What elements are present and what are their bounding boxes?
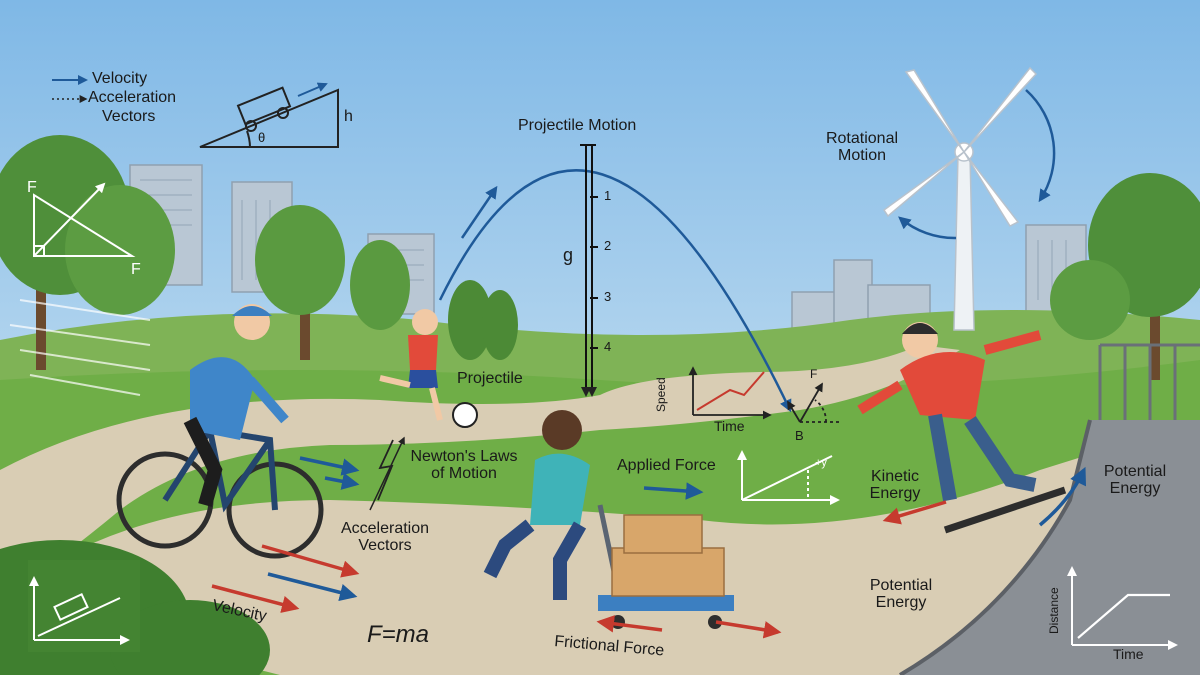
projectile-trajectory xyxy=(438,169,792,413)
gravity-axis xyxy=(580,144,598,397)
height-tick-1: 1 xyxy=(604,188,612,203)
distance-time-axis-label: Time xyxy=(1113,646,1144,662)
force-vectors xyxy=(211,456,1087,639)
distance-time-line xyxy=(1077,593,1170,639)
main-path xyxy=(0,420,1200,675)
trajectory-direction-arrow xyxy=(460,185,498,239)
potential-ramp-line1: Potential xyxy=(869,577,933,594)
potential-right-line1: Potential xyxy=(1103,463,1167,480)
acceleration-pointer-arrow xyxy=(369,436,405,511)
height-tick-4: 4 xyxy=(604,339,612,354)
projectile-motion-title: Projectile Motion xyxy=(518,117,637,134)
potential-right-line2: Energy xyxy=(1109,479,1161,497)
acceleration-vectors-line2: Vectors xyxy=(358,536,412,554)
ramp-edge xyxy=(898,419,1092,675)
potential-energy-right-label: Potential Energy xyxy=(1094,463,1176,498)
force-top-label: F xyxy=(27,179,37,196)
newtons-laws-line1: Newton's Laws xyxy=(410,448,518,465)
legend-velocity-label: Velocity xyxy=(92,70,148,87)
skateboarder xyxy=(857,322,1067,534)
kinetic-line: Kinetic xyxy=(870,468,920,485)
girl-kicking-ball xyxy=(379,309,478,428)
soccer-ball xyxy=(452,402,478,428)
point-b-label: B xyxy=(795,428,804,443)
car-incline-graph xyxy=(29,576,130,645)
lightning-acceleration-icon xyxy=(377,439,394,501)
cyclist xyxy=(9,299,324,559)
incline-height-label: h xyxy=(344,108,353,125)
rotational-motion-label: Rotational Motion xyxy=(816,130,908,165)
speed-time-graph xyxy=(688,366,772,420)
vector-b-diagram xyxy=(787,382,840,423)
newtons-laws-label: Newton's Laws of Motion xyxy=(404,448,524,483)
potential-energy-ramp-label: Potential Energy xyxy=(860,577,942,612)
kinetic-energy-label: Kinetic Energy xyxy=(858,468,932,503)
legend-acceleration-label: Acceleration xyxy=(88,89,177,106)
incline-velocity-arrow xyxy=(297,82,328,97)
wind-turbine xyxy=(882,66,1056,331)
incline-angle-label: θ xyxy=(258,130,266,145)
legend-vectors-label: Vectors xyxy=(102,108,156,125)
force-triangle xyxy=(33,182,136,257)
kinetic-energy-line: Energy xyxy=(869,484,921,502)
projectile-label: Projectile xyxy=(457,370,523,387)
distance-time-graph xyxy=(1067,566,1178,650)
height-tick-3: 3 xyxy=(604,289,612,304)
newtons-laws-line2: of Motion xyxy=(431,464,497,482)
acceleration-vectors-label: Acceleration Vectors xyxy=(330,520,440,555)
vector-f-label: F xyxy=(810,367,818,381)
height-tick-2: 2 xyxy=(604,238,612,253)
motion-line: Motion xyxy=(837,146,887,164)
acceleration-vectors-line1: Acceleration xyxy=(340,520,430,537)
distance-axis-label: Distance xyxy=(1047,587,1061,634)
foreground-bushes xyxy=(0,540,270,675)
bottom-left-panel xyxy=(28,560,140,652)
inclined-plane xyxy=(199,86,339,148)
background-trees xyxy=(0,135,1200,380)
skate-ramp xyxy=(900,420,1200,675)
ramp-railing xyxy=(1098,343,1200,420)
gravity-label: g xyxy=(563,245,574,265)
formula-f-ma: F=ma xyxy=(367,621,430,648)
speed-time-axis-label: Time xyxy=(714,418,745,434)
potential-ramp-line2: Energy xyxy=(875,593,927,611)
applied-force-label: Applied Force xyxy=(617,457,716,474)
rotational-line: Rotational xyxy=(825,130,899,147)
boy-pushing-cart xyxy=(483,410,734,629)
force-bottom-label: F xyxy=(131,261,141,278)
speed-axis-label: Speed xyxy=(654,377,668,412)
speed-time-line xyxy=(696,371,765,411)
plus-y-graph xyxy=(737,450,840,505)
plus-y-label: +y xyxy=(815,457,827,469)
